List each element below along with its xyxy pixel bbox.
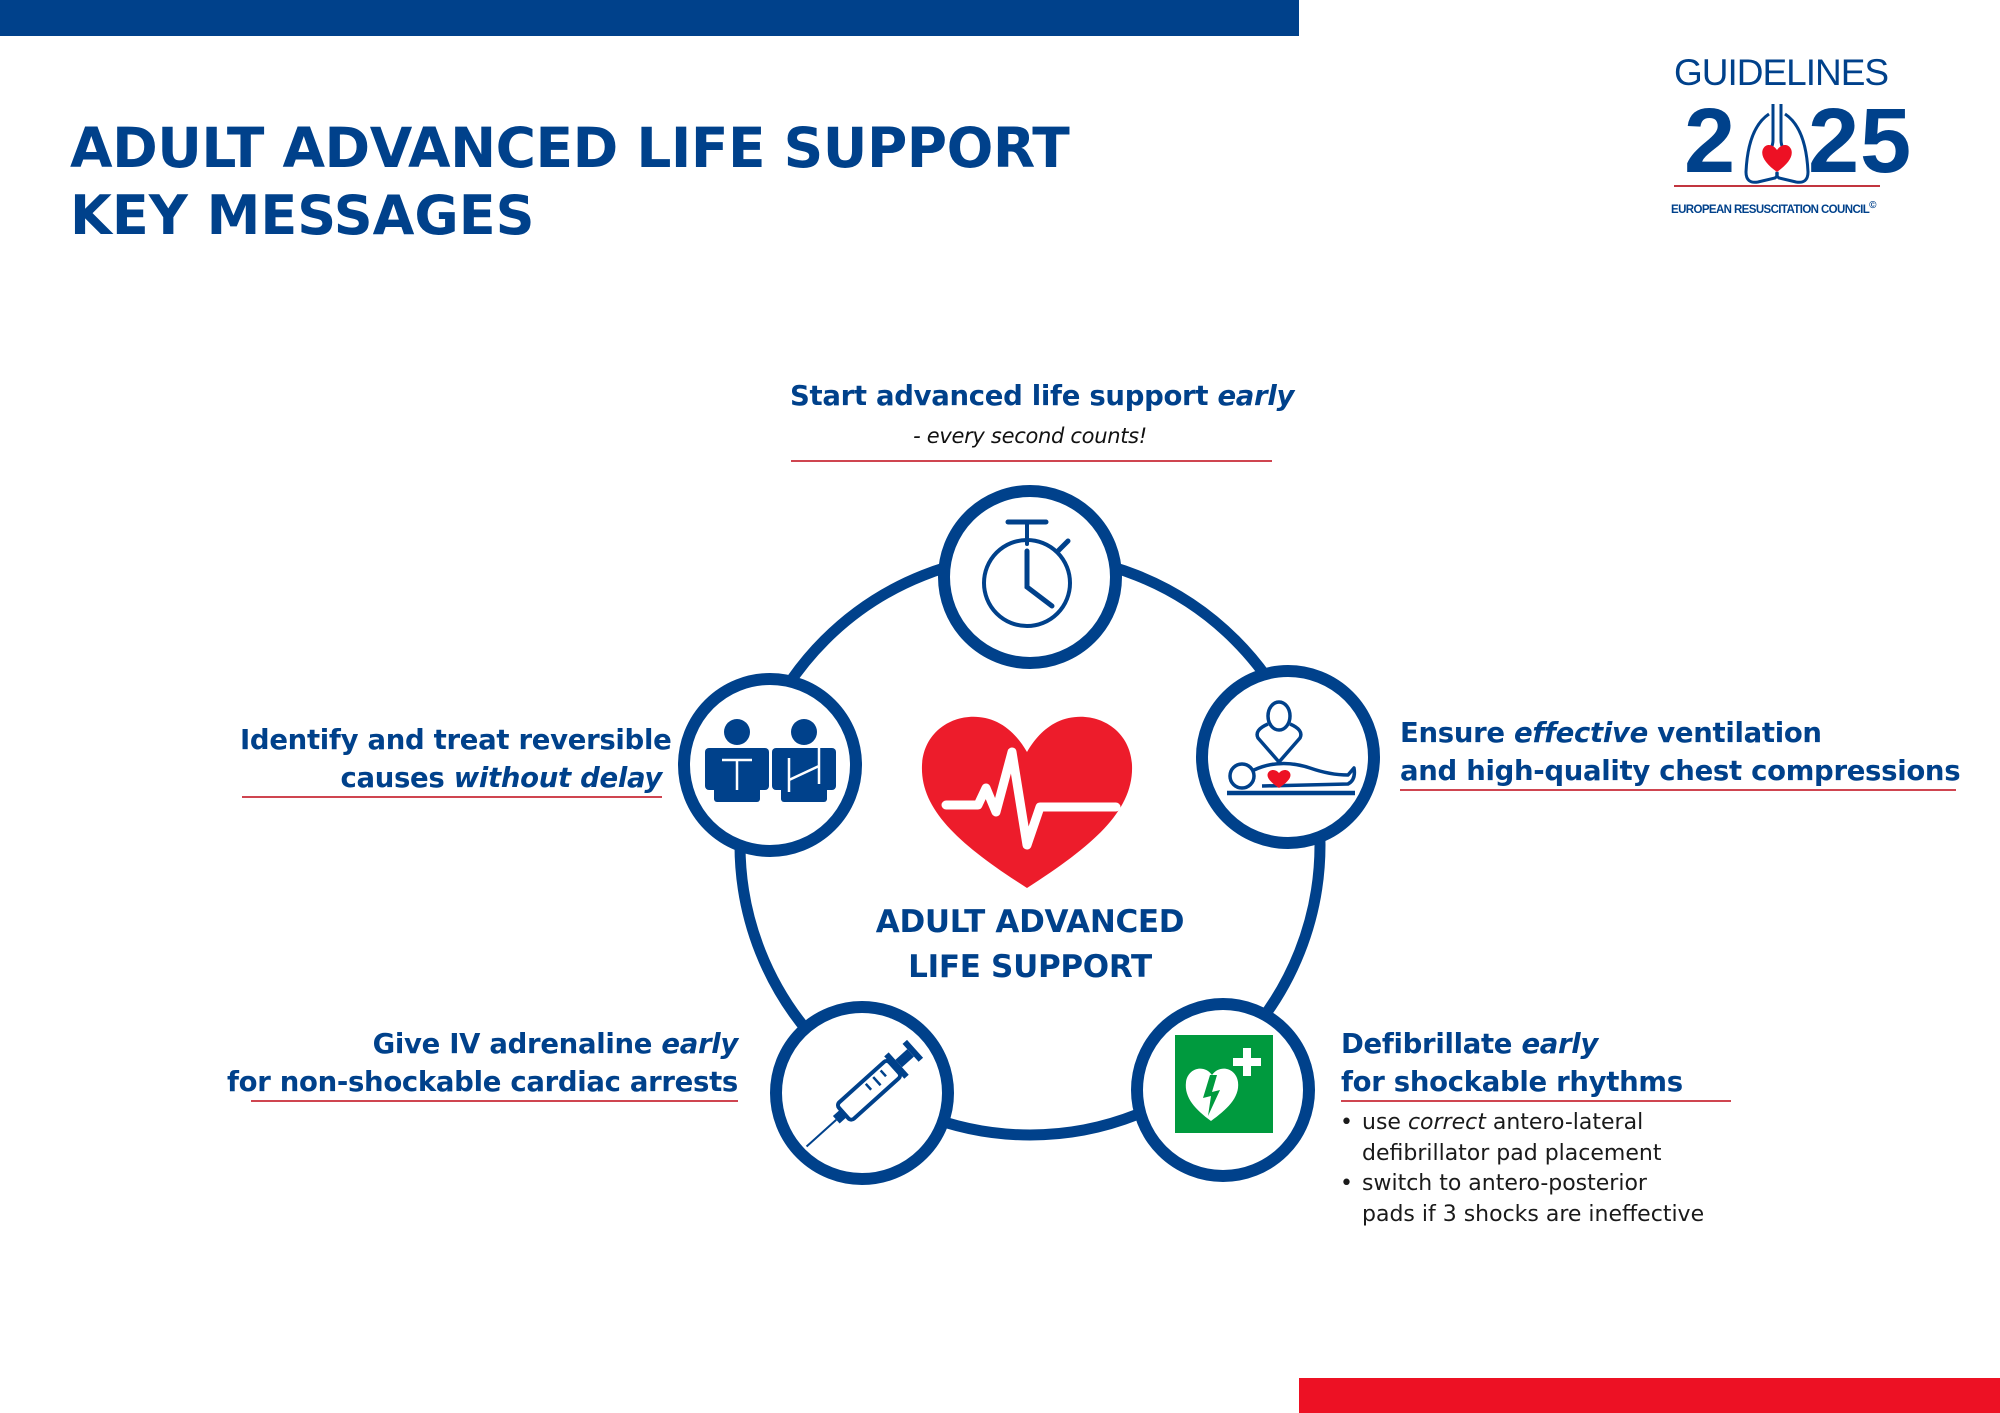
bullet-text: use <box>1362 1110 1408 1135</box>
bullet-line: pads if 3 shocks are ineffective <box>1362 1201 1705 1227</box>
message-adrenaline: Give IV adrenaline early for non-shockab… <box>200 1025 738 1101</box>
message-ventilation-line1: Ensure effective ventilation <box>1400 714 1960 752</box>
erc-guidelines-logo: GUIDELINES 2 2 5 EUROPEAN RESUSCITATION … <box>1660 48 1920 228</box>
message-emphasis: early <box>661 1028 738 1060</box>
page-subtitle: KEY MESSAGES <box>70 184 535 247</box>
logo-year-digit: 2 <box>1808 90 1860 192</box>
bullet-text: antero-lateral <box>1485 1110 1644 1135</box>
bottom-accent-bar <box>1299 1378 2000 1413</box>
message-text: causes <box>340 762 454 794</box>
message-text: Start advanced life support <box>790 380 1218 412</box>
message-ventilation: Ensure effective ventilation and high-qu… <box>1400 714 1961 790</box>
node-ventilation <box>1196 665 1380 849</box>
message-adrenaline-line1: Give IV adrenaline early <box>200 1025 739 1063</box>
message-reversible-causes: Identify and treat reversible causes wit… <box>240 721 672 797</box>
message-underline <box>1341 1100 1731 1102</box>
message-emphasis: early <box>1521 1028 1599 1060</box>
logo-organization-text: EUROPEAN RESUSCITATION COUNCIL <box>1671 203 1870 216</box>
message-underline <box>1400 789 1956 791</box>
bullet-line: switch to antero-posterior <box>1362 1171 1647 1196</box>
stopwatch-icon <box>982 519 1072 628</box>
center-label: ADULT ADVANCED LIFE SUPPORT <box>860 900 1200 990</box>
bullet-line: use correct antero-lateral <box>1362 1108 1704 1139</box>
message-start-early-subtext: - every second counts! <box>913 424 1147 448</box>
message-defibrillate-line1: Defibrillate early <box>1341 1025 1683 1063</box>
logo-year: 2 2 5 <box>1684 90 1924 192</box>
page-title: ADULT ADVANCED LIFE SUPPORT KEY MESSAGES <box>70 114 1070 250</box>
small-heart-icon <box>1267 770 1291 788</box>
logo-year-digit: 2 <box>1684 90 1736 192</box>
message-start-early-title: Start advanced life support early <box>790 377 1294 415</box>
message-emphasis: effective <box>1514 717 1648 749</box>
node-reversible-causes <box>678 673 862 857</box>
bullet-item: • use correct antero-lateral defibrillat… <box>1340 1108 1704 1169</box>
message-text: Ensure <box>1400 717 1514 749</box>
logo-organization: EUROPEAN RESUSCITATION COUNCIL© <box>1671 200 1877 216</box>
message-ventilation-line2: and high-quality chest compressions <box>1400 755 1961 787</box>
bullet-glyph: • <box>1340 1110 1353 1135</box>
syringe-icon <box>805 1039 924 1148</box>
top-accent-bar <box>0 0 1299 36</box>
bullet-item: • switch to antero-posterior pads if 3 s… <box>1340 1169 1704 1230</box>
center-label-line1: ADULT ADVANCED <box>875 904 1185 940</box>
message-text: Give IV adrenaline <box>372 1028 662 1060</box>
message-defibrillate: Defibrillate early for shockable rhythms <box>1341 1025 1683 1101</box>
message-emphasis: without delay <box>453 762 663 794</box>
node-start-early <box>938 485 1122 669</box>
message-underline <box>242 796 662 798</box>
aed-icon <box>1175 1035 1273 1133</box>
message-start-early: Start advanced life support early - ever… <box>790 377 1294 455</box>
message-defibrillate-line2: for shockable rhythms <box>1341 1066 1683 1098</box>
message-underline <box>791 460 1272 462</box>
node-defibrillate <box>1131 998 1315 1182</box>
node-adrenaline <box>770 1001 954 1185</box>
message-adrenaline-line2: for non-shockable cardiac arrests <box>226 1066 738 1098</box>
bullet-emphasis: correct <box>1407 1110 1486 1135</box>
team-members-icon <box>705 719 836 802</box>
logo-guidelines-text: GUIDELINES <box>1674 52 1889 93</box>
message-emphasis: early <box>1217 380 1295 412</box>
message-underline <box>251 1100 738 1102</box>
bullet-line: defibrillator pad placement <box>1362 1140 1662 1166</box>
copyright-mark: © <box>1869 200 1876 211</box>
center-label-line2: LIFE SUPPORT <box>908 949 1152 985</box>
message-reversible-causes-line1: Identify and treat reversible <box>240 724 672 756</box>
page-title-line1: ADULT ADVANCED LIFE SUPPORT <box>70 116 1070 180</box>
message-reversible-causes-line2: causes without delay <box>240 759 662 797</box>
logo-year-digit: 5 <box>1860 90 1912 192</box>
message-text: ventilation <box>1647 717 1822 749</box>
message-text: Defibrillate <box>1341 1028 1522 1060</box>
logo-divider <box>1674 185 1880 187</box>
bullet-glyph: • <box>1340 1171 1353 1196</box>
defibrillate-bullet-list: • use correct antero-lateral defibrillat… <box>1340 1108 1704 1230</box>
lungs-heart-icon <box>1744 104 1810 184</box>
heart-ecg-icon <box>921 716 1133 888</box>
cpr-chest-compression-icon <box>1227 700 1357 796</box>
